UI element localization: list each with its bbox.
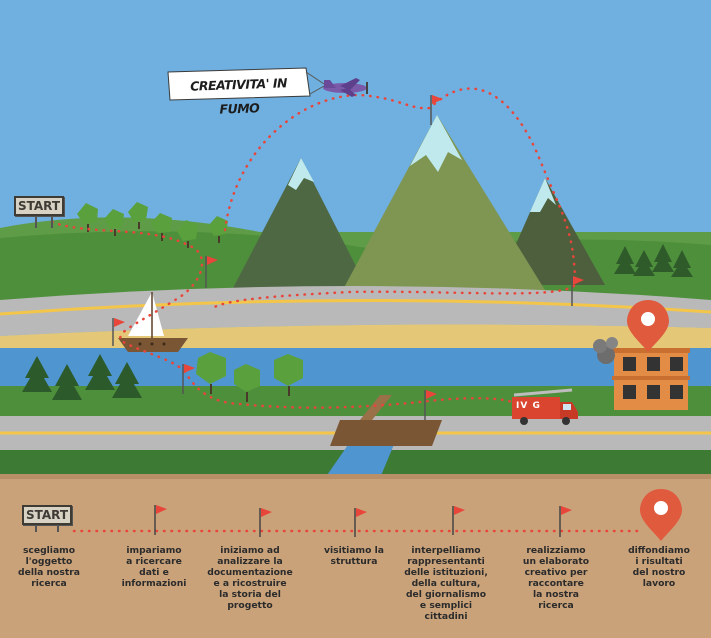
timeline-step-2: impariamo a ricercare dati e informazion… [121, 545, 187, 589]
timeline-start-sign: START [22, 505, 72, 525]
timeline-step-5: interpelliamo rappresentanti delle istit… [404, 545, 488, 622]
lower-grass [0, 386, 711, 418]
fire-truck-label: IV G [516, 401, 541, 411]
trees-lower [196, 352, 303, 392]
timeline-step-1: scegliamo l'oggetto della nostra ricerca [18, 545, 80, 589]
stream [325, 442, 395, 478]
timeline-step-4: visitiamo la struttura [324, 545, 384, 567]
burning-building-icon [593, 337, 690, 410]
trees-hill-left [77, 202, 228, 241]
pier [330, 395, 442, 446]
timeline-map-pin-icon [640, 489, 682, 541]
upper-road [0, 286, 711, 336]
paper-timeline-background [0, 474, 711, 638]
mountain-center [340, 115, 548, 295]
pines-lower-left [22, 354, 142, 400]
timeline-flags [154, 505, 572, 537]
timeline-step-7: diffondiamo i risultati del nostro lavor… [628, 545, 690, 589]
fire-truck-icon [512, 388, 578, 425]
airplane-banner [167, 67, 368, 101]
mountain-left [232, 158, 368, 290]
banner-text: CREATIVITA' IN FUMO [189, 75, 288, 117]
timeline-step-6: realizziamo un elaborato creativo per ra… [522, 545, 590, 611]
map-start-sign: START [14, 196, 64, 216]
sailboat [118, 292, 188, 352]
map-dotted-path [50, 220, 514, 409]
pines-right [614, 244, 693, 277]
airplane-icon [323, 78, 368, 97]
map-pin-icon [627, 300, 669, 352]
mountains [232, 115, 605, 295]
map-flags [112, 95, 584, 420]
timeline-step-3: iniziamo ad analizzare la documentazione… [207, 545, 293, 611]
